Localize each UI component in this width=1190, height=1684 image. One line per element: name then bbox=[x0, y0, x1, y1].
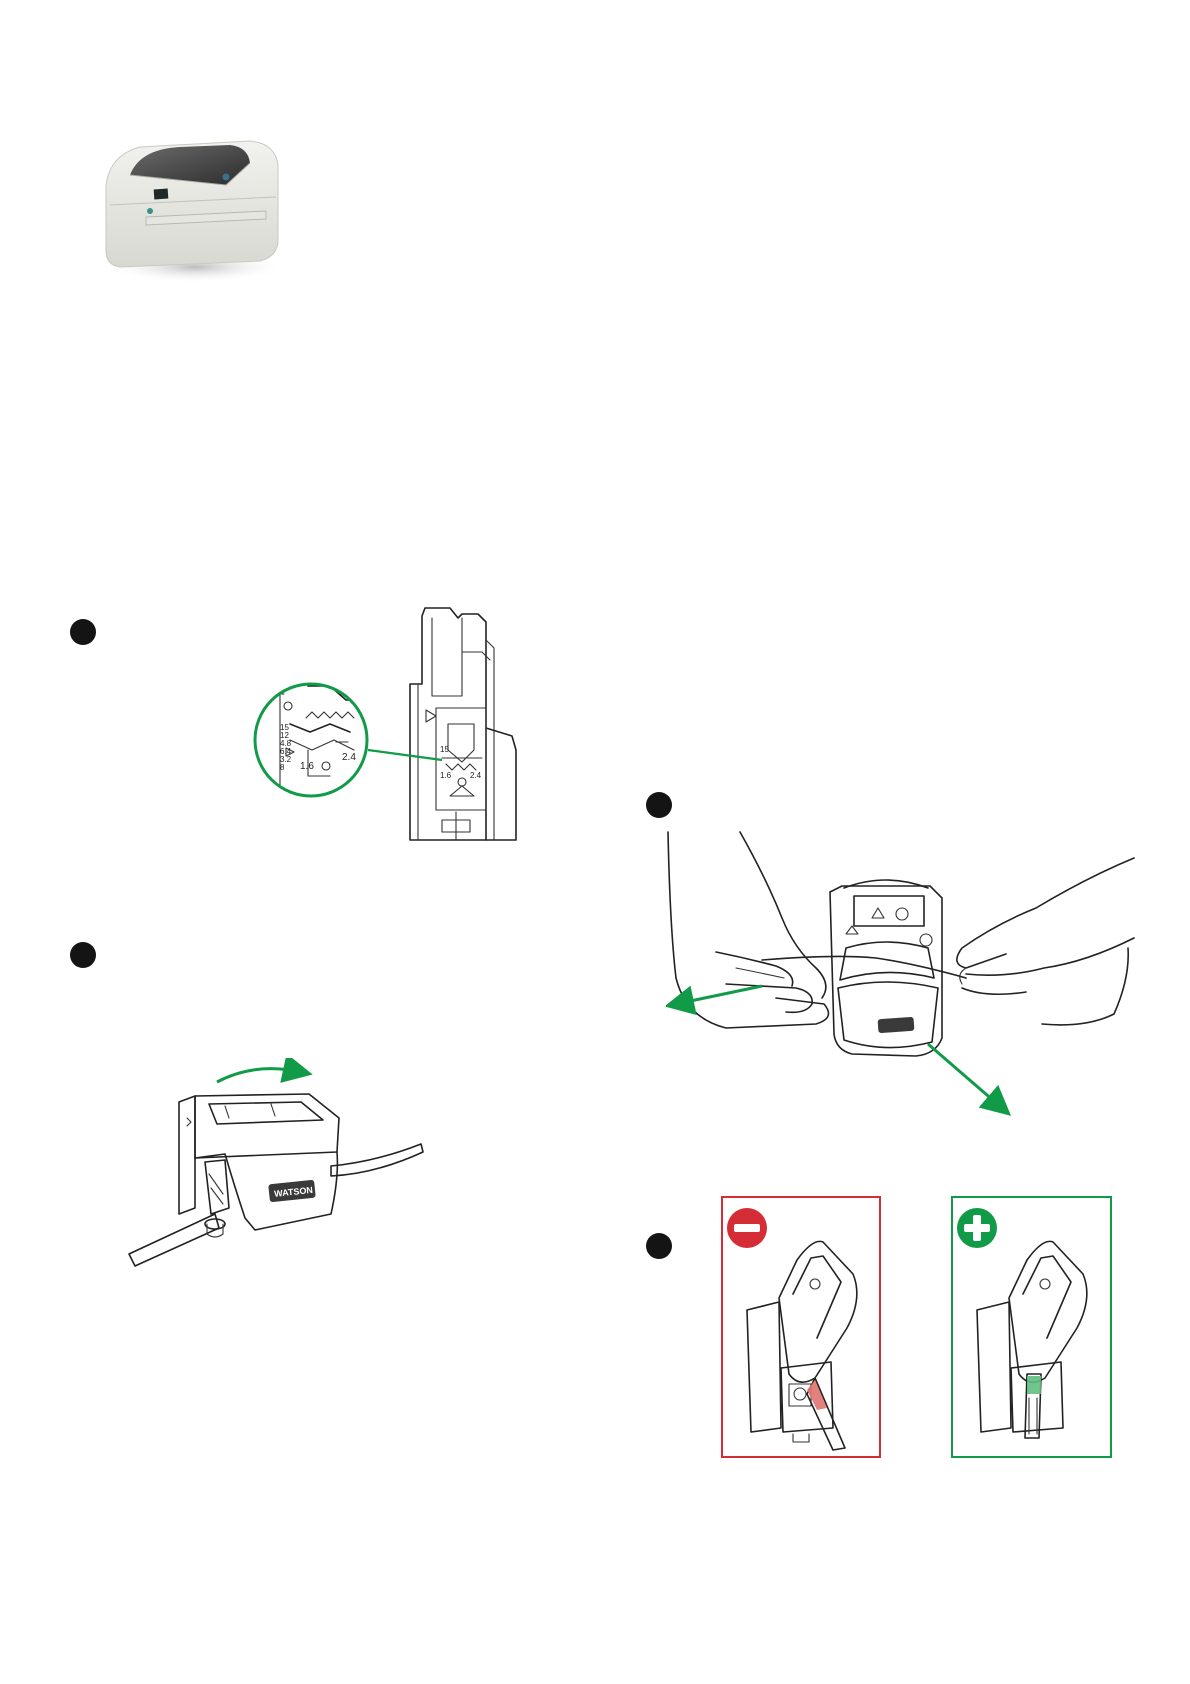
figure-1-tube-gauge-illustration: 15 1.6 2.4 15 12 bbox=[250, 600, 540, 848]
label-printer-photo bbox=[100, 135, 290, 285]
gauge-label-1: 1.6 bbox=[300, 761, 314, 772]
step-3-marker bbox=[646, 792, 672, 818]
step-2-marker bbox=[70, 942, 96, 968]
small-gauge-label-2: 2.4 bbox=[470, 771, 482, 780]
scale-label-6: 8 bbox=[280, 763, 285, 772]
minus-circle-icon bbox=[727, 1208, 767, 1248]
step-1-marker bbox=[70, 619, 96, 645]
pull-right-arrow bbox=[928, 1044, 1002, 1108]
figure-4-incorrect-panel bbox=[721, 1196, 881, 1458]
zoom-detail-circle: 15 12 4.8 6.4 3.2 8 1.6 2.4 bbox=[250, 680, 380, 810]
pump-occlusion-wrong bbox=[747, 1241, 857, 1450]
pull-left-arrow bbox=[676, 986, 762, 1004]
figure-3-hands-remove-tube-illustration bbox=[666, 828, 1136, 1158]
right-hand bbox=[957, 858, 1134, 1025]
gauge-label-2: 2.4 bbox=[342, 752, 356, 763]
step-4-marker bbox=[646, 1233, 672, 1259]
small-gauge-label-1: 1.6 bbox=[440, 771, 452, 780]
zoom-connector-line bbox=[368, 750, 442, 760]
figure-4-correct-panel bbox=[951, 1196, 1112, 1458]
rotate-arrow bbox=[217, 1069, 301, 1082]
pump-cross-section: 15 1.6 2.4 bbox=[410, 608, 516, 840]
pump-head: WATSON bbox=[129, 1094, 423, 1266]
left-hand bbox=[668, 832, 829, 1028]
pump-head-front bbox=[762, 880, 966, 1056]
pump-occlusion-right bbox=[977, 1241, 1087, 1438]
small-scale-label: 15 bbox=[440, 745, 449, 754]
figure-2-pump-head-illustration: WATSON bbox=[125, 1058, 425, 1268]
plus-circle-icon bbox=[957, 1208, 997, 1248]
